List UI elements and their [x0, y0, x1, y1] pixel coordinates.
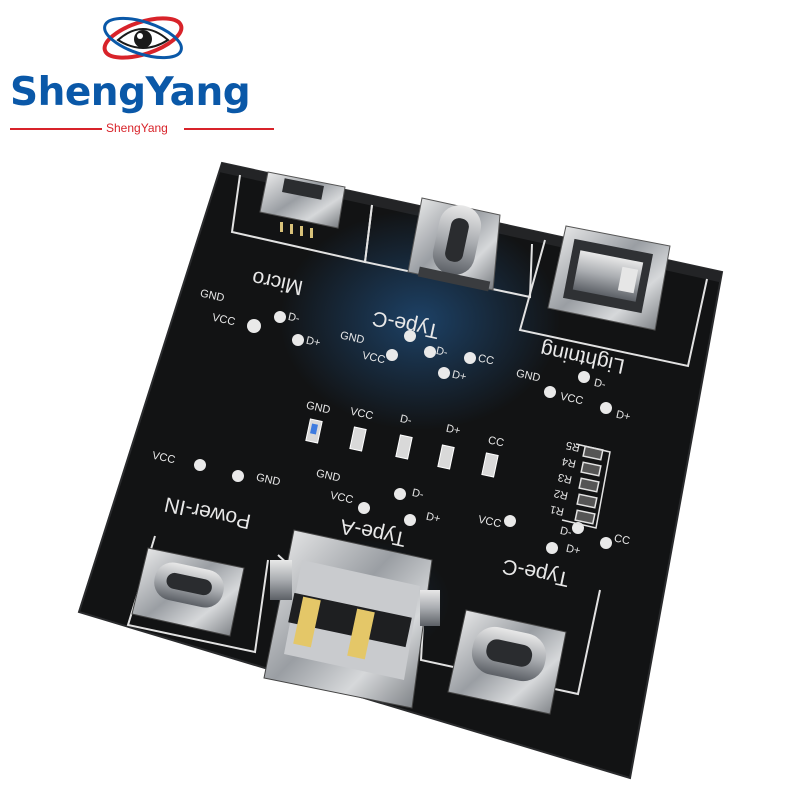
- resistor-label: R1: [548, 502, 566, 518]
- eye-orbit-logo-icon: [102, 16, 184, 60]
- lightning-port: [547, 225, 671, 331]
- pin-label: D-: [592, 376, 607, 392]
- pin-label: D-: [410, 486, 425, 502]
- brand-rule-right: [184, 128, 274, 130]
- pin-label: D-: [558, 524, 573, 540]
- pin-label: D-: [434, 344, 449, 360]
- brand-subtitle: ShengYang: [106, 121, 168, 135]
- resistor-label: R4: [560, 454, 578, 470]
- type-c-port-top: [407, 197, 501, 292]
- power-in-type-c-port: [131, 547, 245, 637]
- brand-logo: ShengYang ShengYang: [0, 8, 290, 138]
- indicator-leds: [305, 418, 499, 478]
- resistor-label: R2: [552, 486, 570, 502]
- micro-usb-port: [259, 171, 346, 238]
- resistor-label: R3: [556, 470, 574, 486]
- pin-label: D-: [286, 310, 301, 326]
- resistor-label: R5: [564, 438, 582, 454]
- pin-label: D-: [398, 412, 413, 428]
- usb-type-a-port: [263, 529, 440, 709]
- brand-name: ShengYang: [10, 70, 251, 115]
- test-pads: [194, 311, 612, 554]
- brand-rule-left: [10, 128, 102, 130]
- resistor-array: [561, 443, 611, 529]
- type-c-port-bottom: [447, 609, 567, 715]
